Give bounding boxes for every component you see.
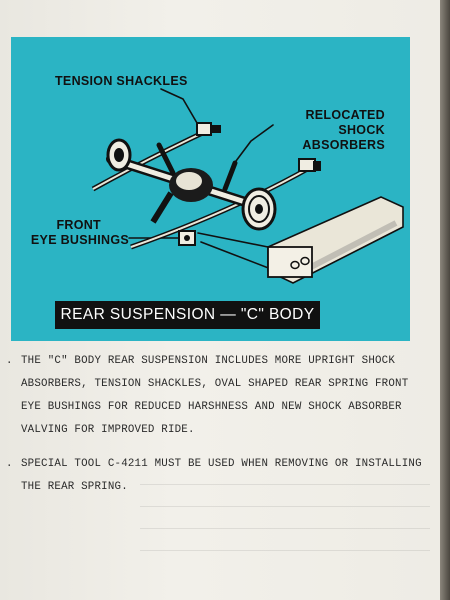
paragraph-1-line-2: ABSORBERS, TENSION SHACKLES, OVAL SHAPED…: [21, 378, 409, 390]
right-brake-drum: [241, 187, 277, 231]
callout-relocated-shock-absorbers: RELOCATED SHOCK ABSORBERS: [255, 108, 385, 153]
figure-title: REAR SUSPENSION — "C" BODY: [55, 301, 320, 329]
magnifier-line-top: [197, 232, 269, 248]
paragraph-2-line-2: THE REAR SPRING.: [21, 481, 128, 493]
paragraph-2-line-1: SPECIAL TOOL C-4211 MUST BE USED WHEN RE…: [21, 458, 422, 470]
callout-tension-shackles: TENSION SHACKLES: [55, 74, 188, 88]
front-eye-bushing: [178, 230, 196, 246]
bushing-detail-inset: [267, 196, 404, 284]
callout-front-eye-bushings: FRONT EYE BUSHINGS: [29, 218, 129, 248]
rear-shackle: [298, 158, 321, 172]
paragraph-2-bullet: .: [6, 458, 13, 470]
differential: [150, 168, 213, 224]
tension-shackle: [196, 122, 221, 136]
leader-shock-absorbers: [235, 124, 274, 162]
paragraph-1-line-4: VALVING FOR IMPROVED RIDE.: [21, 424, 195, 436]
show-through-text: [140, 470, 430, 570]
paragraph-1-line-1: THE "C" BODY REAR SUSPENSION INCLUDES MO…: [21, 355, 396, 367]
magnifier-line-bottom: [200, 241, 272, 270]
rear-suspension-diagram: [91, 88, 404, 284]
leader-tension-shackles: [160, 88, 198, 124]
document-page: TENSION SHACKLES RELOCATED SHOCK ABSORBE…: [0, 0, 440, 600]
left-brake-drum: [106, 138, 132, 172]
page-edge-shadow: [440, 0, 450, 600]
callout-front-line-2: EYE BUSHINGS: [30, 233, 129, 247]
callout-front-line-1: FRONT: [56, 218, 101, 232]
shock-absorber-left: [156, 142, 176, 176]
paragraph-1-line-3: EYE BUSHINGS FOR REDUCED HARSHNESS AND N…: [21, 401, 402, 413]
callout-relocated-line-2: SHOCK ABSORBERS: [302, 123, 385, 152]
callout-relocated-line-1: RELOCATED: [305, 108, 385, 122]
shock-absorber-right: [222, 160, 238, 192]
paragraph-1-bullet: .: [6, 355, 13, 367]
